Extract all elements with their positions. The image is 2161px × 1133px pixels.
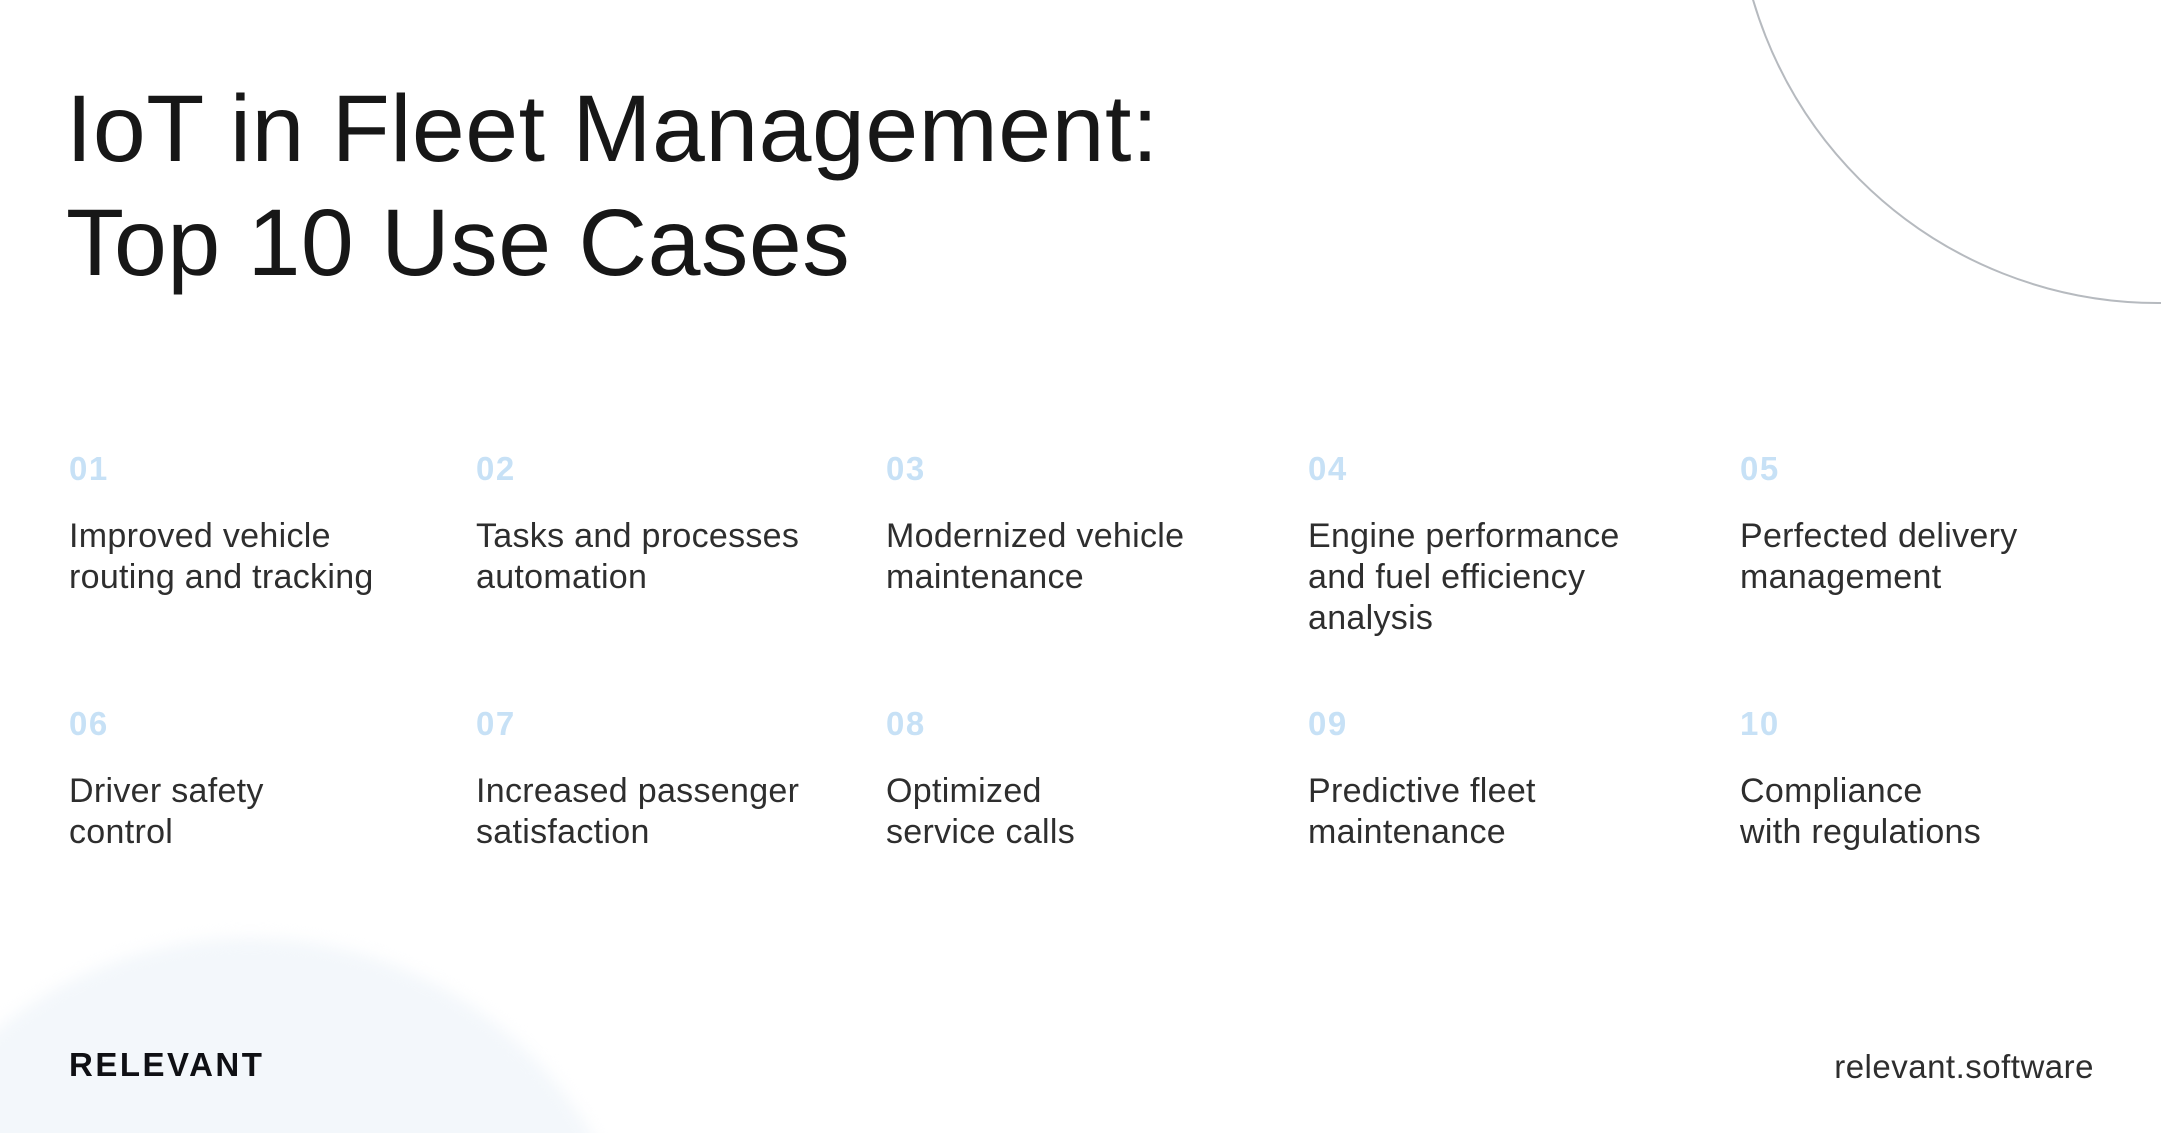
use-case-label: Predictive fleet maintenance — [1308, 772, 1536, 851]
brand-logo: RELEVANT — [69, 1046, 265, 1083]
use-case-item-10: 10 Compliance with regulations — [1740, 706, 2140, 853]
use-case-item-07: 07 Increased passenger satisfaction — [476, 706, 876, 853]
use-case-item-09: 09 Predictive fleet maintenance — [1308, 706, 1708, 853]
use-case-number: 08 — [886, 705, 926, 742]
use-case-number: 04 — [1308, 450, 1348, 487]
use-case-label: Improved vehicle routing and tracking — [69, 517, 374, 596]
use-case-label: Driver safety control — [69, 772, 264, 851]
use-case-number: 10 — [1740, 705, 1780, 742]
use-case-number: 01 — [69, 450, 109, 487]
use-case-number: 07 — [476, 705, 516, 742]
use-case-item-04: 04 Engine performance and fuel efficienc… — [1308, 451, 1708, 639]
use-case-number: 05 — [1740, 450, 1780, 487]
use-case-item-05: 05 Perfected delivery management — [1740, 451, 2140, 598]
use-case-number: 03 — [886, 450, 926, 487]
website-link[interactable]: relevant.software — [1834, 1048, 2094, 1085]
use-case-number: 09 — [1308, 705, 1348, 742]
use-case-item-02: 02 Tasks and processes automation — [476, 451, 876, 598]
use-case-item-03: 03 Modernized vehicle maintenance — [886, 451, 1286, 598]
use-case-label: Perfected delivery management — [1740, 517, 2018, 596]
use-case-item-06: 06 Driver safety control — [69, 706, 469, 853]
use-case-label: Tasks and processes automation — [476, 517, 800, 596]
use-case-item-08: 08 Optimized service calls — [886, 706, 1286, 853]
use-case-item-01: 01 Improved vehicle routing and tracking — [69, 451, 469, 598]
use-case-number: 02 — [476, 450, 516, 487]
use-case-label: Compliance with regulations — [1740, 772, 1982, 851]
use-case-label: Increased passenger satisfaction — [476, 772, 800, 851]
page-title: IoT in Fleet Management: Top 10 Use Case… — [66, 76, 1159, 296]
use-case-label: Engine performance and fuel efficiency a… — [1308, 517, 1620, 637]
background-blob-decoration — [0, 938, 645, 1133]
use-case-label: Modernized vehicle maintenance — [886, 517, 1185, 596]
use-case-number: 06 — [69, 705, 109, 742]
use-case-label: Optimized service calls — [886, 772, 1076, 851]
